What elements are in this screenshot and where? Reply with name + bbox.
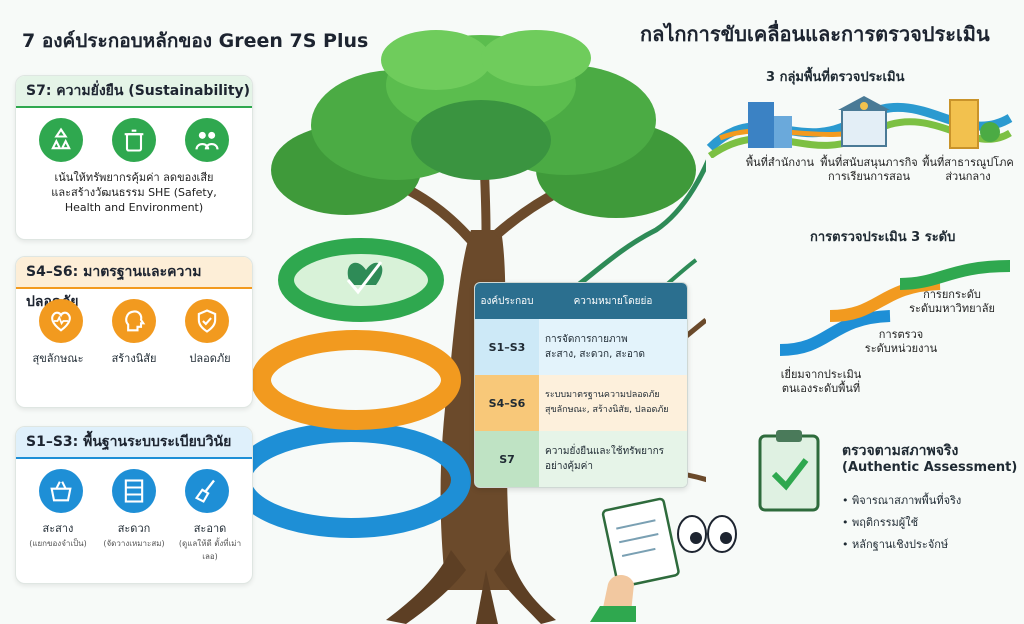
card-s7-header: S7: ความยั่งยืน (Sustainability) — [16, 76, 252, 108]
table-row: S1–S3 การจัดการกายภาพสะสาง, สะดวก, สะอาด — [475, 319, 687, 375]
card-s7: S7: ความยั่งยืน (Sustainability) เน้นให้… — [15, 75, 253, 240]
list-item: • หลักฐานเชิงประจักษ์ — [842, 538, 949, 551]
clipboard-check-icon — [758, 430, 820, 512]
table-row: S4–S6 ระบบมาตรฐานความปลอดภัยสุขลักษณะ, ส… — [475, 375, 687, 431]
table-row: S7 ความยั่งยืนและใช้ทรัพยากรอย่างคุ้มค่า — [475, 431, 687, 487]
card-s4s6-header: S4–S6: มาตรฐานและความปลอดภัย — [16, 257, 252, 310]
list-item: • พฤติกรรมผู้ใช้ — [842, 516, 919, 529]
area-office-label: พื้นที่สำนักงาน — [745, 156, 815, 169]
card-s7-description: เน้นให้ทรัพยากรคุ้มค่า ลดของเสีย และสร้า… — [51, 171, 217, 214]
shelf-icon — [111, 469, 156, 513]
areas-title: 3 กลุ่มพื้นที่ตรวจประเมิน — [766, 70, 905, 85]
card-s4s6: S4–S6: มาตรฐานและความปลอดภัย สุขลักษณะ ส… — [15, 256, 253, 408]
list-item: • พิจารณาสภาพพื้นที่จริง — [842, 494, 962, 507]
authentic-title-en: (Authentic Assessment) — [842, 460, 1018, 475]
trash-bin-icon — [111, 118, 156, 162]
head-brain-icon — [111, 299, 156, 343]
basket-icon — [38, 469, 83, 513]
table-cell: ความยั่งยืนและใช้ทรัพยากรอย่างคุ้มค่า — [545, 446, 665, 472]
table-cell: ระบบมาตรฐานความปลอดภัยสุขลักษณะ, สร้างนิ… — [545, 390, 669, 415]
hand-notepad-eyes-illustration — [590, 497, 737, 622]
mechanism-title: กลไกการขับเคลื่อนและการตรวจประเมิน — [640, 22, 990, 46]
recycle-icon — [38, 118, 83, 162]
authentic-title-th: ตรวจตามสภาพจริง — [842, 443, 959, 459]
label-order: สะดวก(จัดวางเหมาะสม) — [103, 522, 165, 548]
label-hygiene: สุขลักษณะ — [32, 352, 84, 365]
label-safety: ปลอดภัย — [189, 352, 231, 365]
area-buildings-illustration — [706, 96, 1013, 158]
level-university-label: การยกระดับ ระดับมหาวิทยาลัย — [909, 288, 995, 315]
levels-title: การตรวจประเมิน 3 ระดับ — [810, 230, 956, 245]
broom-icon — [185, 469, 230, 513]
card-s1s3: S1–S3: พื้นฐานระบบระเบียบวินัย สะสาง(แยก… — [15, 426, 253, 584]
area-support-label: พื้นที่สนับสนุนภารกิจ การเรียนการสอน — [820, 156, 918, 183]
label-sort: สะสาง(แยกของจำเป็น) — [29, 522, 87, 548]
label-clean: สะอาด(ดูแลให้ดี ตั้งที่เม่าเลอ) — [178, 522, 242, 561]
shield-check-icon — [185, 299, 230, 343]
levels-ribbon-illustration — [779, 260, 1011, 356]
level-area-label: เยี่ยมจากประเมิน ตนเองระดับพื้นที่ — [780, 368, 862, 395]
level-unit-label: การตรวจ ระดับหน่วยงาน — [864, 328, 938, 355]
card-s1s3-header: S1–S3: พื้นฐานระบบระเบียบวินัย — [16, 427, 252, 459]
label-habit: สร้างนิสัย — [111, 352, 157, 365]
authentic-bullet-list: • พิจารณาสภาพพื้นที่จริง • พฤติกรรมผู้ใช… — [842, 490, 961, 556]
people-team-icon — [185, 118, 230, 162]
summary-table: องค์ประกอบ ความหมายโดยย่อ S1–S3 การจัดกา… — [474, 282, 688, 488]
table-cell: การจัดการกายภาพสะสาง, สะดวก, สะอาด — [545, 334, 646, 360]
page-title: 7 องค์ประกอบหลักของ Green 7S Plus — [22, 30, 369, 52]
area-utility-label: พื้นที่สาธารณูปโภค ส่วนกลาง — [922, 156, 1014, 183]
table-header: องค์ประกอบ ความหมายโดยย่อ — [475, 283, 687, 319]
heart-pulse-icon — [38, 299, 83, 343]
